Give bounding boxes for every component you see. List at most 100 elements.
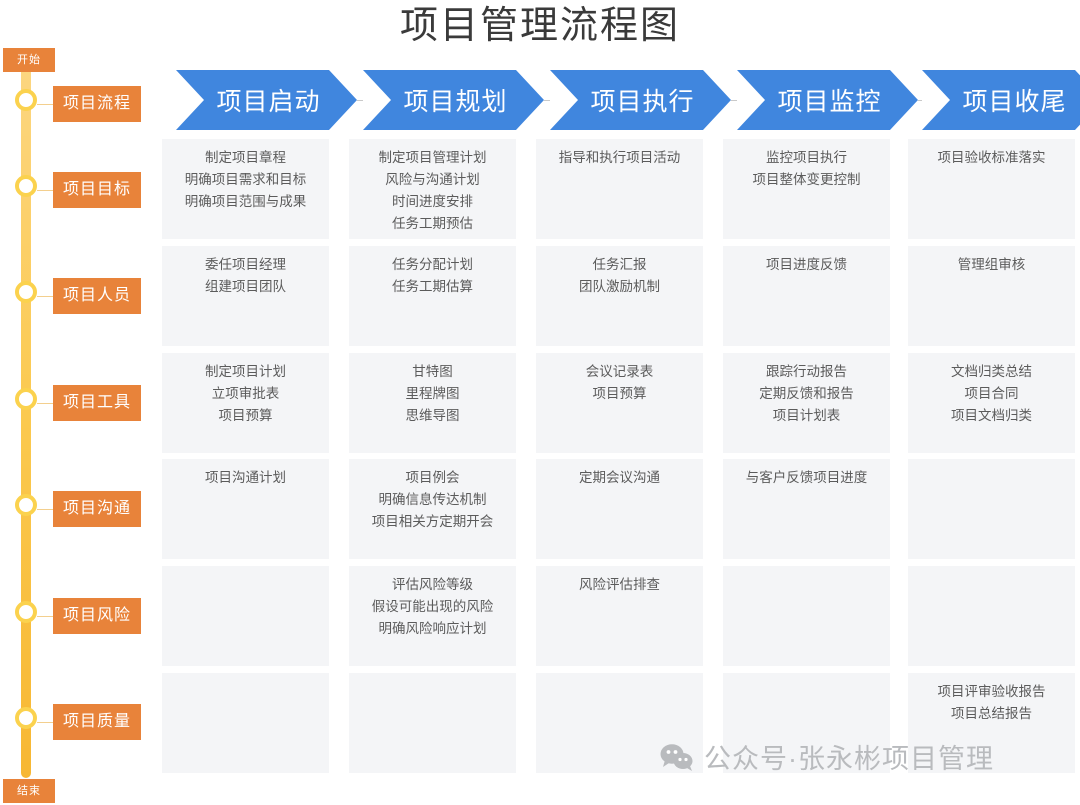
- cell-line: 项目总结报告: [951, 706, 1032, 721]
- timeline-start-badge: 开始: [3, 48, 55, 72]
- cell-line: 制定项目管理计划: [378, 150, 487, 165]
- timeline-node-5: [15, 494, 37, 516]
- phase-header-label: 项目执行: [590, 88, 695, 116]
- timeline-node-connector-3: [37, 296, 54, 297]
- cell-r4-c4[interactable]: 与客户反馈项目进度: [723, 459, 890, 559]
- cell-r3-c3[interactable]: 会议记录表项目预算: [536, 353, 703, 453]
- cell-r1-c5[interactable]: 项目验收标准落实: [908, 139, 1075, 239]
- cell-line: 指导和执行项目活动: [558, 150, 681, 165]
- cell-r4-c3[interactable]: 定期会议沟通: [536, 459, 703, 559]
- timeline-node-3: [15, 281, 37, 303]
- timeline-rail: [21, 62, 31, 778]
- cell-line: 甘特图: [412, 364, 453, 379]
- cell-line: 项目进度反馈: [766, 257, 847, 272]
- row-label-7[interactable]: 项目质量: [53, 704, 141, 740]
- cell-r5-c3[interactable]: 风险评估排查: [536, 566, 703, 666]
- cell-line: 风险与沟通计划: [385, 172, 480, 187]
- cell-r5-c2[interactable]: 评估风险等级假设可能出现的风险明确风险响应计划: [349, 566, 516, 666]
- cell-line: 任务工期估算: [392, 279, 473, 294]
- phase-connector-1: [357, 100, 363, 101]
- cell-line: 制定项目章程: [205, 150, 286, 165]
- cell-line: 时间进度安排: [392, 194, 473, 209]
- cell-line: 项目计划表: [772, 408, 841, 423]
- cell-r2-c1[interactable]: 委任项目经理组建项目团队: [162, 246, 329, 346]
- cell-r1-c4[interactable]: 监控项目执行项目整体变更控制: [723, 139, 890, 239]
- phase-header-2[interactable]: 项目规划: [363, 70, 544, 130]
- cell-r1-c1[interactable]: 制定项目章程明确项目需求和目标明确项目范围与成果: [162, 139, 329, 239]
- cell-line: 会议记录表: [585, 364, 654, 379]
- timeline-node-2: [15, 175, 37, 197]
- cell-line: 任务汇报: [592, 257, 647, 272]
- timeline-node-6: [15, 601, 37, 623]
- watermark: 公众号·张永彬项目管理: [660, 737, 994, 776]
- cell-line: 定期会议沟通: [579, 470, 660, 485]
- cell-line: 组建项目团队: [205, 279, 286, 294]
- timeline-node-connector-5: [37, 509, 54, 510]
- cell-line: 风险评估排查: [579, 577, 660, 592]
- cell-r3-c2[interactable]: 甘特图里程牌图思维导图: [349, 353, 516, 453]
- cell-line: 项目验收标准落实: [937, 150, 1046, 165]
- cell-r1-c2[interactable]: 制定项目管理计划风险与沟通计划时间进度安排任务工期预估: [349, 139, 516, 239]
- cell-line: 明确项目范围与成果: [184, 194, 307, 209]
- cell-line: 项目整体变更控制: [752, 172, 861, 187]
- cell-line: 明确信息传达机制: [378, 492, 487, 507]
- cell-r6-c1[interactable]: [162, 673, 329, 773]
- cell-r5-c1[interactable]: [162, 566, 329, 666]
- cell-r5-c5[interactable]: [908, 566, 1075, 666]
- cell-r2-c3[interactable]: 任务汇报团队激励机制: [536, 246, 703, 346]
- cell-line: 文档归类总结: [951, 364, 1032, 379]
- cell-r4-c1[interactable]: 项目沟通计划: [162, 459, 329, 559]
- row-label-6[interactable]: 项目风险: [53, 598, 141, 634]
- cell-line: 里程牌图: [405, 386, 460, 401]
- cell-line: 管理组审核: [957, 257, 1026, 272]
- cell-line: 明确项目需求和目标: [184, 172, 307, 187]
- cell-r6-c4[interactable]: [723, 673, 890, 773]
- phase-header-3[interactable]: 项目执行: [550, 70, 731, 130]
- phase-header-5[interactable]: 项目收尾: [922, 70, 1080, 130]
- row-label-3[interactable]: 项目人员: [53, 278, 141, 314]
- phase-connector-2: [544, 100, 550, 101]
- row-label-5[interactable]: 项目沟通: [53, 491, 141, 527]
- cell-r3-c1[interactable]: 制定项目计划立项审批表项目预算: [162, 353, 329, 453]
- phase-header-1[interactable]: 项目启动: [176, 70, 357, 130]
- row-label-4[interactable]: 项目工具: [53, 385, 141, 421]
- cell-r2-c4[interactable]: 项目进度反馈: [723, 246, 890, 346]
- cell-line: 评估风险等级: [392, 577, 473, 592]
- phase-header-label: 项目监控: [777, 88, 882, 116]
- cell-r2-c5[interactable]: 管理组审核: [908, 246, 1075, 346]
- cell-line: 项目相关方定期开会: [371, 514, 494, 529]
- timeline-node-connector-4: [37, 403, 54, 404]
- cell-r4-c2[interactable]: 项目例会明确信息传达机制项目相关方定期开会: [349, 459, 516, 559]
- cell-line: 项目沟通计划: [205, 470, 286, 485]
- phase-header-4[interactable]: 项目监控: [737, 70, 918, 130]
- cell-line: 项目合同: [964, 386, 1019, 401]
- cell-line: 项目评审验收报告: [937, 684, 1046, 699]
- cell-r3-c5[interactable]: 文档归类总结项目合同项目文档归类: [908, 353, 1075, 453]
- row-label-2[interactable]: 项目目标: [53, 172, 141, 208]
- cell-r1-c3[interactable]: 指导和执行项目活动: [536, 139, 703, 239]
- cell-line: 定期反馈和报告: [759, 386, 854, 401]
- cell-line: 项目文档归类: [951, 408, 1032, 423]
- phase-header-label: 项目收尾: [962, 88, 1067, 116]
- cell-r5-c4[interactable]: [723, 566, 890, 666]
- cell-line: 项目例会: [405, 470, 460, 485]
- cell-line: 思维导图: [405, 408, 460, 423]
- cell-r6-c5[interactable]: 项目评审验收报告项目总结报告: [908, 673, 1075, 773]
- phase-connector-4: [918, 100, 922, 101]
- cell-r6-c2[interactable]: [349, 673, 516, 773]
- watermark-text: 公众号·张永彬项目管理: [704, 744, 994, 774]
- row-label-1[interactable]: 项目流程: [53, 86, 141, 122]
- phase-header-label: 项目规划: [403, 88, 508, 116]
- page-title: 项目管理流程图: [399, 5, 680, 47]
- timeline-node-connector-6: [37, 616, 54, 617]
- phase-connector-3: [731, 100, 737, 101]
- cell-r2-c2[interactable]: 任务分配计划任务工期估算: [349, 246, 516, 346]
- cell-r3-c4[interactable]: 跟踪行动报告定期反馈和报告项目计划表: [723, 353, 890, 453]
- cell-line: 制定项目计划: [205, 364, 286, 379]
- cell-r4-c5[interactable]: [908, 459, 1075, 559]
- timeline-node-7: [15, 707, 37, 729]
- cell-line: 项目预算: [592, 386, 647, 401]
- cell-line: 跟踪行动报告: [766, 364, 847, 379]
- timeline-node-connector-7: [37, 722, 54, 723]
